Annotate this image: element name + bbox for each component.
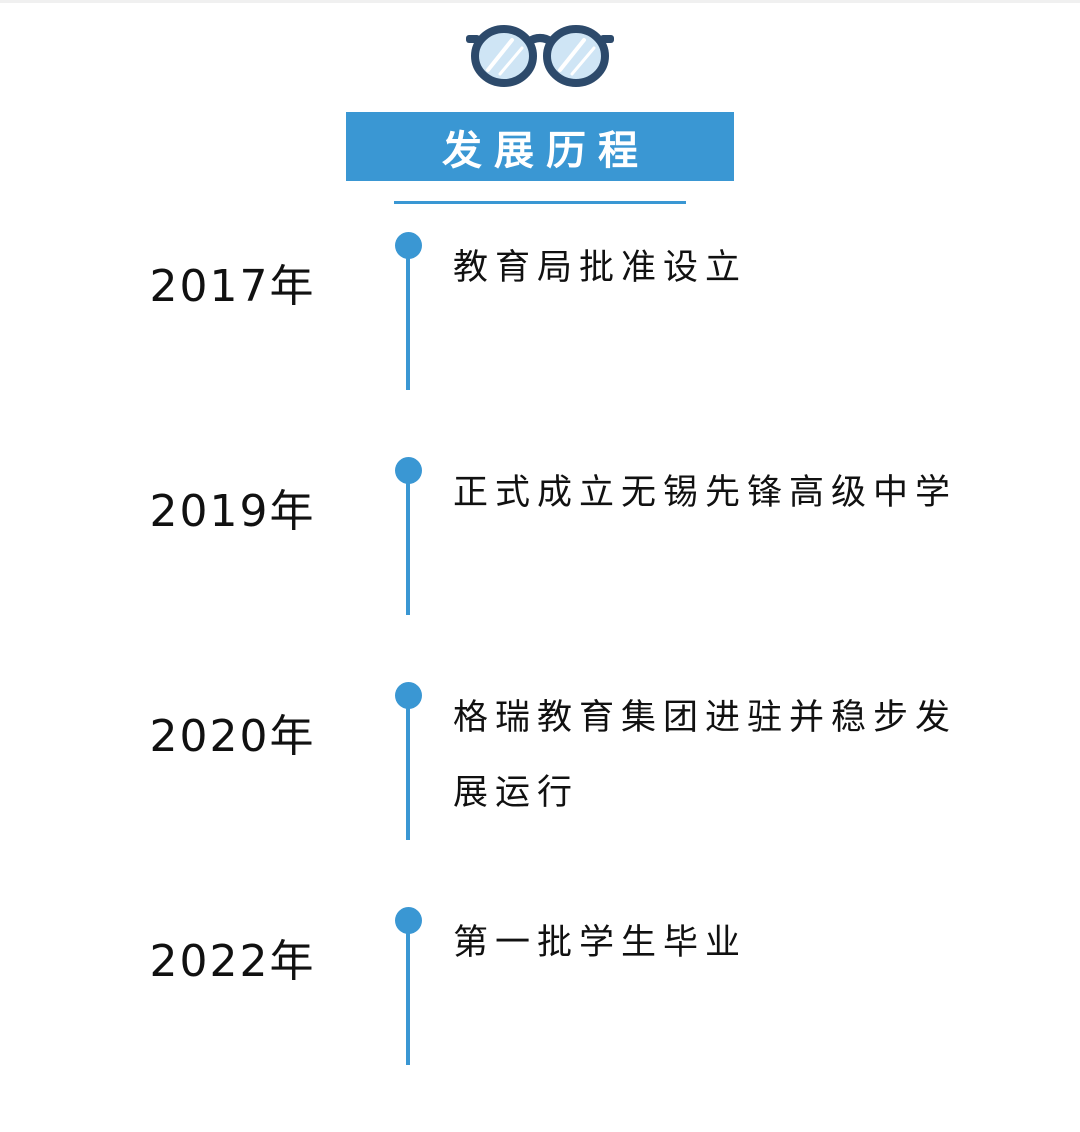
timeline-event: 正式成立无锡先锋高级中学 [453,473,958,513]
timeline-event: 格瑞教育集团进驻并稳步发展运行 [453,698,958,813]
timeline-item: 2019年 正式成立无锡先锋高级中学 [0,457,1080,682]
timeline-event: 第一批学生毕业 [453,923,748,963]
section-title: 发展历程 [442,127,650,174]
timeline-line [406,252,410,390]
top-border [0,0,1080,3]
timeline-year: 2017年 [149,261,316,312]
timeline-event: 教育局批准设立 [453,248,748,288]
timeline-year: 2019年 [149,486,316,537]
timeline-line [406,702,410,840]
timeline-item: 2017年 教育局批准设立 [0,232,1080,457]
timeline-line [406,927,410,1065]
timeline-item: 2020年 格瑞教育集团进驻并稳步发展运行 [0,682,1080,907]
timeline-year: 2022年 [149,936,316,987]
title-underline [394,201,686,204]
section-title-box: 发展历程 [346,112,734,181]
timeline-year: 2020年 [149,711,316,762]
timeline-line [406,477,410,615]
glasses-icon [466,25,614,87]
timeline-item: 2022年 第一批学生毕业 [0,907,1080,1132]
